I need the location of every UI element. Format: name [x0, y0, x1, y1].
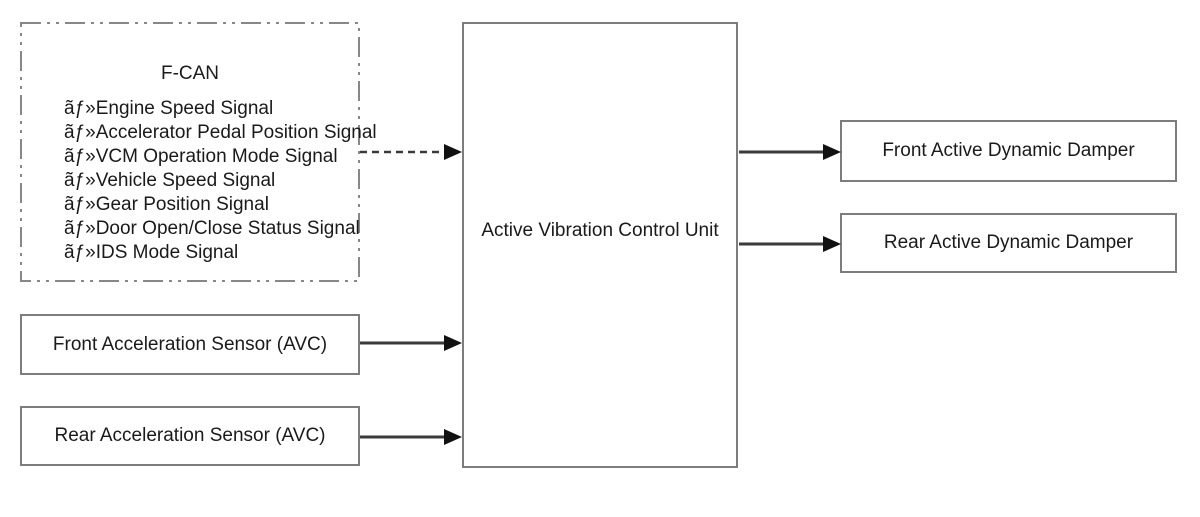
arrow-rear-sensor-to-avc-unit [360, 429, 462, 445]
fcan-signal-item: ãƒ»Engine Speed Signal [64, 98, 274, 119]
avc-unit-label: Active Vibration Control Unit [481, 220, 719, 241]
rear-acceleration-sensor-box: Rear Acceleration Sensor (AVC) [20, 406, 360, 466]
avc-unit-box: Active Vibration Control Unit [462, 22, 738, 468]
arrow-avc-unit-to-front-damper [739, 144, 841, 160]
fcan-title: F-CAN [160, 63, 220, 84]
fcan-group-box: F-CAN ãƒ»Engine Speed Signal ãƒ»Accelera… [20, 22, 377, 282]
rear-acceleration-sensor-label: Rear Acceleration Sensor (AVC) [54, 425, 326, 446]
fcan-signal-list: ãƒ»Engine Speed Signal ãƒ»Accelerator Pe… [64, 97, 377, 265]
front-active-dynamic-damper-label: Front Active Dynamic Damper [882, 140, 1135, 161]
fcan-signal-item: ãƒ»Door Open/Close Status Signal [64, 218, 360, 239]
front-acceleration-sensor-label: Front Acceleration Sensor (AVC) [52, 333, 328, 355]
fcan-signal-item: ãƒ»Vehicle Speed Signal [64, 170, 276, 191]
front-acceleration-sensor-box: Front Acceleration Sensor (AVC) [20, 314, 360, 375]
arrow-front-sensor-to-avc-unit [360, 335, 462, 351]
fcan-signal-item: ãƒ»Accelerator Pedal Position Signal [64, 122, 377, 143]
rear-active-dynamic-damper-label: Rear Active Dynamic Damper [883, 232, 1134, 253]
arrow-fcan-to-avc-unit-dashed [360, 144, 462, 160]
fcan-signal-item: ãƒ»VCM Operation Mode Signal [64, 146, 338, 167]
arrow-avc-unit-to-rear-damper [739, 236, 841, 252]
fcan-signal-item: ãƒ»Gear Position Signal [64, 194, 269, 215]
rear-active-dynamic-damper-box: Rear Active Dynamic Damper [840, 213, 1177, 273]
fcan-dashdot-border [20, 22, 360, 282]
front-active-dynamic-damper-box: Front Active Dynamic Damper [840, 120, 1177, 182]
fcan-signal-item: ãƒ»IDS Mode Signal [64, 242, 239, 263]
